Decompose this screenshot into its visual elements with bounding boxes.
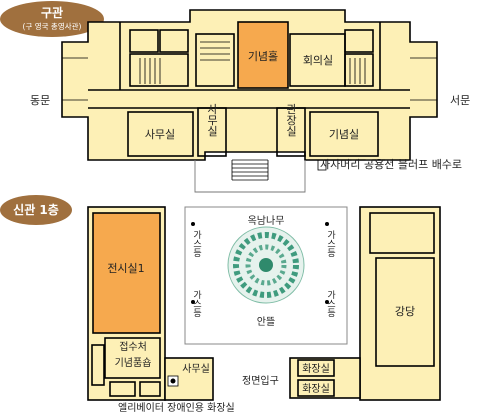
room-restroom-1: 화장실 <box>302 363 330 375</box>
front-stairs <box>231 159 269 181</box>
drain-note: 사자머리 공용전 블러프 배수로 <box>320 158 462 171</box>
main-entrance-label: 정면입구 <box>242 374 279 387</box>
new-building-right-block <box>359 206 441 401</box>
courtyard-yard: 안뜰 <box>257 316 275 328</box>
old-building-badge <box>0 1 104 37</box>
room-souvenir-shop: 기념품숍 <box>115 357 152 369</box>
old-building-badge-title: 구관 <box>41 5 63 20</box>
tree-icon <box>227 226 305 304</box>
room-office-new: 사무실 <box>182 363 210 375</box>
elevator-note: 엘리베이터 장애인용 화장실 <box>118 401 235 414</box>
room-office-mid: 사무실 <box>206 103 219 136</box>
new-building-badge <box>0 195 72 225</box>
new-building-plan: 신관 1층 전시실1 접수처 기념품숍 사무실 옥남나무 안뜰 가스등 가스등 … <box>0 195 441 414</box>
old-building-badge-subtitle: (구 영국 총영사관) <box>23 21 82 31</box>
old-building-plan: 구관 (구 영국 총영사관) <box>0 1 470 193</box>
gas-lamp-sw: 가스등 <box>191 290 201 317</box>
gas-lamp-se: 가스등 <box>325 290 335 317</box>
room-memorial: 기념실 <box>329 128 359 141</box>
room-memorial-hall-block <box>237 21 289 89</box>
room-directors: 관장실 <box>285 103 298 136</box>
west-gate-label: 서문 <box>450 94 470 107</box>
stairs-left <box>139 58 161 84</box>
room-meeting: 회의실 <box>303 54 333 67</box>
room-office-left: 사무실 <box>145 128 175 141</box>
stairs-right <box>349 58 366 84</box>
east-gate-label: 동문 <box>30 94 50 107</box>
room-reception: 접수처 <box>119 341 147 353</box>
room-auditorium: 강당 <box>395 305 415 318</box>
gas-lamp-nw: 가스등 <box>191 230 201 257</box>
room-exhibition: 전시실1 <box>107 262 144 275</box>
room-memorial-hall: 기념홀 <box>248 50 278 63</box>
gas-lamp-ne: 가스등 <box>325 230 335 257</box>
exhibition-room-block <box>92 212 161 334</box>
new-building-badge-title: 신관 1층 <box>13 202 59 217</box>
room-restroom-2: 화장실 <box>302 383 330 395</box>
courtyard-tree: 옥남나무 <box>248 215 285 227</box>
